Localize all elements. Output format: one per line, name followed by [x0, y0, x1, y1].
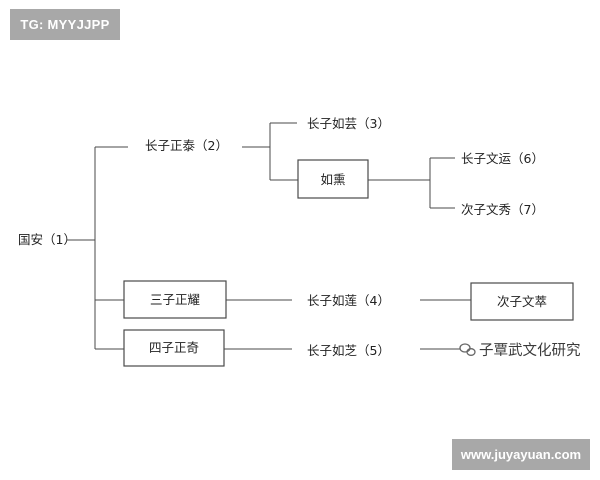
root-node: 国安（1） [18, 232, 76, 247]
son-node-1: 长子正泰（2） [145, 138, 228, 153]
son-node-2: 三子正耀 [150, 292, 201, 307]
watermark-bottom-right: www.juyayuan.com [452, 439, 590, 470]
wechat-watermark-text: 子覃武文化研究 [479, 342, 581, 359]
watermark-top-left: TG: MYYJJPP [10, 9, 120, 40]
son-node-3-box [123, 329, 225, 367]
wechat-icon [459, 343, 476, 356]
son-node-2-box [123, 280, 227, 319]
great-grandson-node-1: 长子文运（6） [461, 151, 544, 166]
grandson-node-2: 如熏 [320, 172, 345, 187]
grandson-node-2-box [297, 159, 369, 199]
grandson-node-4: 长子如芝（5） [307, 343, 390, 358]
connector-lines [67, 122, 471, 350]
great-grandson-node-3-box [470, 282, 574, 321]
great-grandson-node-2: 次子文秀（7） [461, 202, 544, 217]
son-node-3: 四子正奇 [149, 340, 199, 355]
grandson-node-3: 长子如莲（4） [307, 293, 390, 308]
grandson-node-1: 长子如芸（3） [307, 116, 390, 131]
great-grandson-node-3: 次子文萃 [497, 294, 547, 309]
wechat-watermark: 子覃武文化研究 [459, 342, 581, 359]
